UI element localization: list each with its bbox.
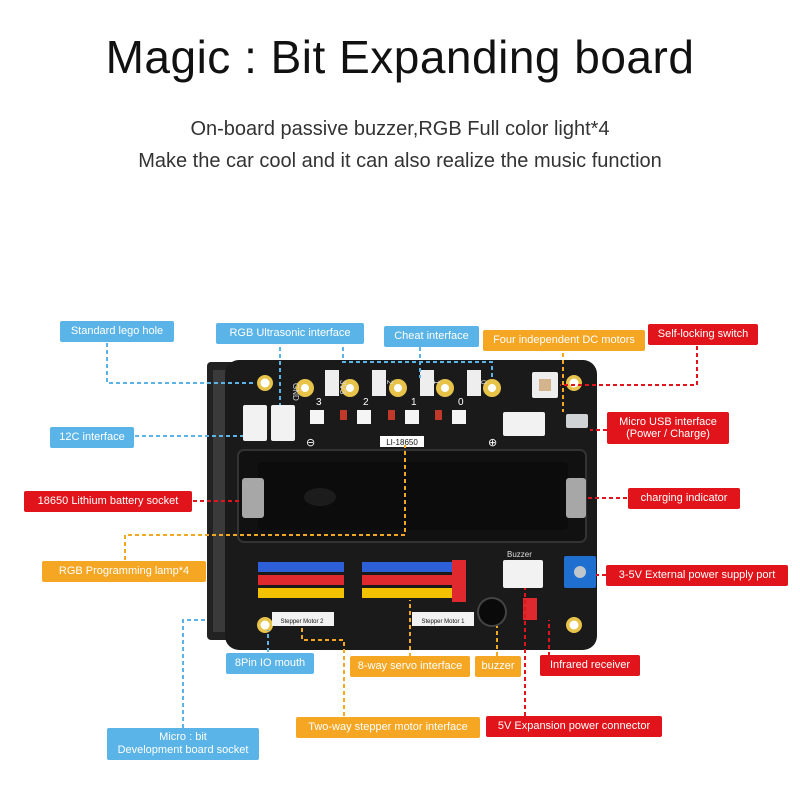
silk-gnd: GND	[291, 383, 300, 401]
io-pin-headers	[258, 562, 344, 598]
silk-p0: 0	[479, 380, 488, 385]
silk-minus: ⊖	[306, 436, 315, 449]
label-buzzer: buzzer	[475, 656, 521, 677]
silk-stepper-1: Stepper Motor 1	[421, 619, 465, 625]
stepper-connector-2	[272, 612, 334, 626]
label-micro-usb-interface: Micro USB interface (Power / Charge)	[607, 412, 729, 444]
label-servo-interface: 8-way servo interface	[350, 656, 470, 677]
silk-battery-label: LI-18650	[386, 438, 418, 447]
rgb-led	[452, 410, 466, 424]
micro-usb-line-1: Micro USB interface	[619, 416, 717, 428]
silk-3v3: 3V3	[338, 380, 347, 395]
silk-plus: ⊕	[488, 436, 497, 449]
silk-led-3: 3	[316, 397, 322, 408]
micro-usb-line-2: (Power / Charge)	[626, 428, 710, 440]
label-i2c-interface: 12C interface	[50, 427, 134, 448]
silk-led-1: 1	[411, 397, 417, 408]
label-microbit-socket: Micro : bit Development board socket	[107, 728, 259, 760]
ultrasonic-connector	[271, 405, 295, 441]
silk-buzzer: Buzzer	[507, 550, 532, 559]
label-rgb-programming-lamp: RGB Programming lamp*4	[42, 561, 206, 582]
label-rgb-ultrasonic-interface: RGB Ultrasonic interface	[216, 323, 364, 344]
silk-p2: 2	[385, 380, 394, 385]
silk-led-0: 0	[458, 397, 464, 408]
label-cheat-interface: Cheat interface	[384, 326, 479, 347]
label-infrared-receiver: Infrared receiver	[540, 655, 640, 676]
rgb-led	[405, 410, 419, 424]
leader-lines	[106, 343, 698, 728]
label-stepper-interface: Two-way stepper motor interface	[296, 717, 480, 738]
expansion-power-connector	[503, 560, 543, 588]
label-external-power-port: 3-5V External power supply port	[606, 565, 788, 586]
microbit-line-2: Development board socket	[117, 744, 249, 756]
label-charging-indicator: charging indicator	[628, 488, 740, 509]
rgb-led	[357, 410, 371, 424]
label-expansion-power-connector: 5V Expansion power connector	[486, 716, 662, 737]
label-io-mouth: 8Pin IO mouth	[226, 653, 314, 674]
label-four-dc-motors: Four independent DC motors	[483, 330, 645, 351]
silk-stepper-2: Stepper Motor 2	[280, 619, 324, 625]
servo-pin-headers	[362, 560, 466, 602]
battery-contact	[242, 478, 264, 518]
dc-motor-connector	[503, 412, 545, 436]
expansion-board: GND 3V3 2 1 0 3 2 1 0 LI-18650 ⊖ ⊕ Buzze…	[207, 360, 597, 650]
page-title: Magic : Bit Expanding board	[105, 31, 695, 83]
micro-usb-port	[566, 414, 588, 428]
subtitle-line-2: Make the car cool and it can also realiz…	[138, 150, 662, 172]
silk-led-2: 2	[363, 397, 369, 408]
label-self-locking-switch: Self-locking switch	[648, 324, 758, 345]
battery-contact	[566, 478, 586, 518]
stepper-connector-1	[412, 612, 474, 626]
label-standard-lego-hole: Standard lego hole	[60, 321, 174, 342]
rgb-led	[310, 410, 324, 424]
silk-p1: 1	[432, 380, 441, 385]
buzzer-component	[477, 597, 507, 627]
infrared-receiver	[523, 598, 537, 620]
microbit-line-1: Micro : bit	[159, 731, 207, 743]
subtitle-line-1: On-board passive buzzer,RGB Full color l…	[190, 118, 610, 140]
cheat-pads	[296, 379, 501, 397]
label-battery-socket: 18650 Lithium battery socket	[24, 491, 192, 512]
i2c-connector	[243, 405, 267, 441]
